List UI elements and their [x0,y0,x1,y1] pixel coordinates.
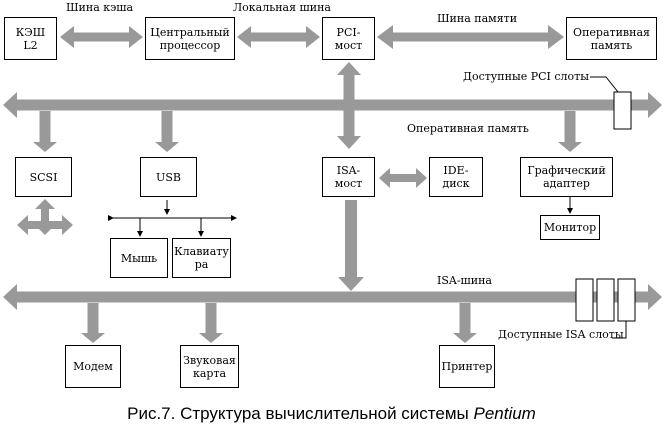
pci-to-usb-arrow [155,111,179,152]
pci-slots [613,91,632,130]
isa-to-sound-arrow [199,303,223,343]
cache-bus-label: Шина кэша [66,1,134,14]
isa-slots [575,278,636,322]
pci-to-graphics-arrow [558,111,582,152]
usb-box: USB [140,157,197,197]
isa-slots-label: Доступные ISA слоты [498,328,624,341]
mouse-box: Мышь [110,238,168,278]
cache-bus-arrow [60,26,143,48]
isa-bus-arrow [3,284,662,310]
keyboard-box: Клавиату ра [172,238,231,278]
isa-slots-leader [612,321,627,339]
scsi-vertical-arrow [35,199,55,235]
caption-text: Рис.7. Структура вычислительной системы [127,404,474,423]
thin-connectors [108,76,627,339]
pci-to-scsi-arrow [33,111,57,152]
isa-bridge-to-isa-bus-arrow [338,200,364,291]
scsi-box: SCSI [15,157,72,197]
isa-slot [575,278,594,322]
isa-bridge-box: ISA- мост [322,157,375,197]
isa-slot [617,278,636,322]
pci-slot [613,91,632,130]
modem-box: Модем [65,345,121,388]
pci-slots-label: Доступные PCI слоты [463,70,589,83]
isa-bridge-ide-arrow [379,168,427,188]
isa-bus-label: ISA-шина [437,274,492,287]
pci-to-bridge-arrow [337,62,361,149]
cpu-box: Центральный процессор [145,17,235,60]
sound-card-box: Звуковая карта [180,345,239,388]
isa-to-printer-arrow [453,303,477,343]
bus-layer [3,25,662,343]
memory-bus-arrow [377,25,564,49]
pci-bus-arrow [3,92,662,118]
monitor-box: Монитор [540,215,600,240]
graphics-adapter-box: Графический адаптер [520,157,613,197]
ram-box: Оперативная память [566,17,657,60]
figure-caption: Рис.7. Структура вычислительной системы … [0,404,663,424]
pci-slots-leader [590,76,619,93]
pci-bridge-box: PCI- мост [322,17,375,60]
caption-emphasis: Pentium [473,404,536,423]
memory-bus-label: Шина памяти [437,12,518,25]
local-bus-label: Локальная шина [233,1,331,14]
ide-disk-box: IDE- диск [429,157,483,197]
isa-slot [596,278,615,322]
printer-box: Принтер [439,345,495,388]
cache-l2-box: КЭШ L2 [4,17,57,60]
isa-to-modem-arrow [81,303,105,343]
pci-bus-ram-label: Оперативная память [407,122,529,135]
local-bus-arrow [237,26,320,48]
